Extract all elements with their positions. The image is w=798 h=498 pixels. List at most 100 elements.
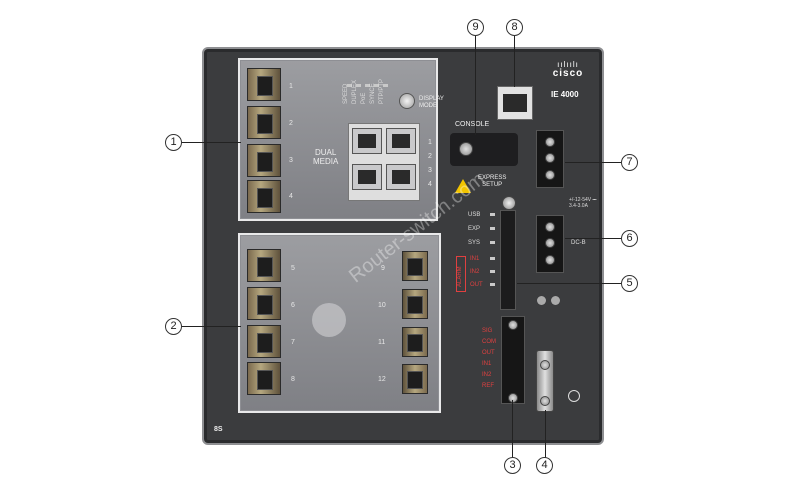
display-mode-button[interactable] (399, 93, 415, 109)
port-label-8: 8 (291, 376, 295, 383)
status-label-in2: IN2 (470, 269, 480, 275)
status-led-exp (490, 227, 495, 230)
status-label-usb: USB (468, 212, 481, 218)
sfp-port-9[interactable] (402, 251, 428, 281)
callout-4: 4 (536, 457, 553, 474)
status-label-in1: IN1 (470, 256, 480, 262)
callout-line-6 (565, 238, 621, 239)
alarm-terminal-labels: SIG COM OUT IN1 IN2 REF (482, 328, 500, 398)
alarm-term-out: OUT (482, 350, 495, 356)
dc-a-screw-2 (545, 153, 555, 163)
led-label-ptp: PTP/PTP (379, 78, 385, 104)
port-label-12: 12 (378, 376, 386, 383)
copper-label-1: 1 (428, 139, 432, 146)
alarm-label-box (456, 256, 466, 292)
rj45-port-1[interactable] (352, 128, 382, 154)
alarm-terminal-screw-top (508, 320, 518, 330)
port-label-11: 11 (378, 339, 386, 346)
port-label-7: 7 (291, 339, 295, 346)
alarm-term-in2: IN2 (482, 372, 492, 378)
sfp-port-12[interactable] (402, 364, 428, 394)
ground-screw-top (540, 360, 550, 370)
rj45-port-3[interactable] (352, 164, 382, 190)
led-label-speed: SPEED (343, 83, 349, 104)
status-label-exp: EXP (468, 226, 481, 232)
callout-5: 5 (621, 275, 638, 292)
callout-line-3 (512, 400, 513, 458)
callout-3: 3 (504, 457, 521, 474)
callout-2: 2 (165, 318, 182, 335)
alarm-term-ref: REF (482, 383, 494, 389)
alarm-label: ALARM (457, 266, 463, 287)
display-mode-label: DISPLAY MODE (419, 96, 444, 109)
dc-a-screw-3 (545, 170, 555, 180)
alarm-terminal-screw-bottom (508, 393, 518, 403)
alarm-terminal-block[interactable] (501, 316, 525, 404)
sfp-port-1[interactable] (247, 68, 281, 101)
sd-card-slot[interactable] (500, 210, 516, 310)
sfp-port-7[interactable] (247, 325, 281, 358)
status-led-in1 (490, 257, 495, 260)
sfp-port-10[interactable] (402, 289, 428, 319)
sfp-port-4[interactable] (247, 180, 281, 213)
sfp-port-2[interactable] (247, 106, 281, 139)
power-rating-label: +/-12-54V ⎓ 3.4-3.0A (569, 197, 597, 209)
status-led-column: USB EXP SYS IN1 IN2 OUT (468, 208, 498, 293)
callout-line-9 (475, 35, 476, 135)
port-label-1: 1 (289, 83, 293, 90)
callout-1: 1 (165, 134, 182, 151)
rj45-port-4[interactable] (386, 164, 416, 190)
port-label-5: 5 (291, 265, 295, 272)
console-label: CONSOLE (455, 121, 490, 128)
dc-b-screw-1 (545, 222, 555, 232)
callout-line-8 (514, 35, 515, 87)
port-label-4: 4 (289, 193, 293, 200)
led-label-synce: SYNCE (370, 83, 376, 104)
status-label-sys: SYS (468, 240, 481, 246)
led-duplex (356, 84, 361, 87)
copper-label-2: 2 (428, 153, 432, 160)
alarm-term-com: COM (482, 339, 496, 345)
chassis-label: 8S (214, 426, 223, 433)
power-led-1 (537, 296, 546, 305)
status-led-in2 (490, 270, 495, 273)
sfp-port-6[interactable] (247, 287, 281, 320)
cisco-watermark-logo (312, 303, 346, 337)
led-synce (374, 84, 379, 87)
status-label-out: OUT (470, 282, 483, 288)
ground-symbol-icon (568, 390, 580, 402)
model-label: IE 4000 (551, 90, 579, 99)
led-speed (347, 84, 352, 87)
rj45-port-2[interactable] (386, 128, 416, 154)
callout-line-7 (565, 162, 621, 163)
port-label-6: 6 (291, 302, 295, 309)
sfp-port-11[interactable] (402, 327, 428, 357)
port-label-10: 10 (378, 302, 386, 309)
console-screw (459, 142, 473, 156)
led-label-duplex: DUPLEX (352, 79, 358, 104)
led-ptp (383, 84, 388, 87)
sfp-port-5[interactable] (247, 249, 281, 282)
callout-9: 9 (467, 19, 484, 36)
callout-8: 8 (506, 19, 523, 36)
dc-b-label: DC-B (571, 240, 586, 246)
express-setup-button[interactable] (502, 196, 516, 210)
callout-7: 7 (621, 154, 638, 171)
sfp-port-8[interactable] (247, 362, 281, 395)
alarm-term-sig: SIG (482, 328, 493, 334)
cisco-logo-bars-icon: ıılıılı (557, 60, 579, 69)
dc-b-screw-2 (545, 238, 555, 248)
alarm-term-in1: IN1 (482, 361, 492, 367)
status-led-out (490, 283, 495, 286)
port-label-3: 3 (289, 157, 293, 164)
sfp-port-3[interactable] (247, 144, 281, 177)
callout-line-2 (181, 326, 241, 327)
cisco-logo-text: cisco (552, 68, 584, 79)
dc-a-screw-1 (545, 137, 555, 147)
callout-line-1 (181, 142, 241, 143)
status-led-sys (490, 241, 495, 244)
led-legend (347, 78, 395, 112)
led-label-poe: PoE (361, 92, 367, 104)
callout-line-5 (517, 283, 621, 284)
status-led-usb (490, 213, 495, 216)
